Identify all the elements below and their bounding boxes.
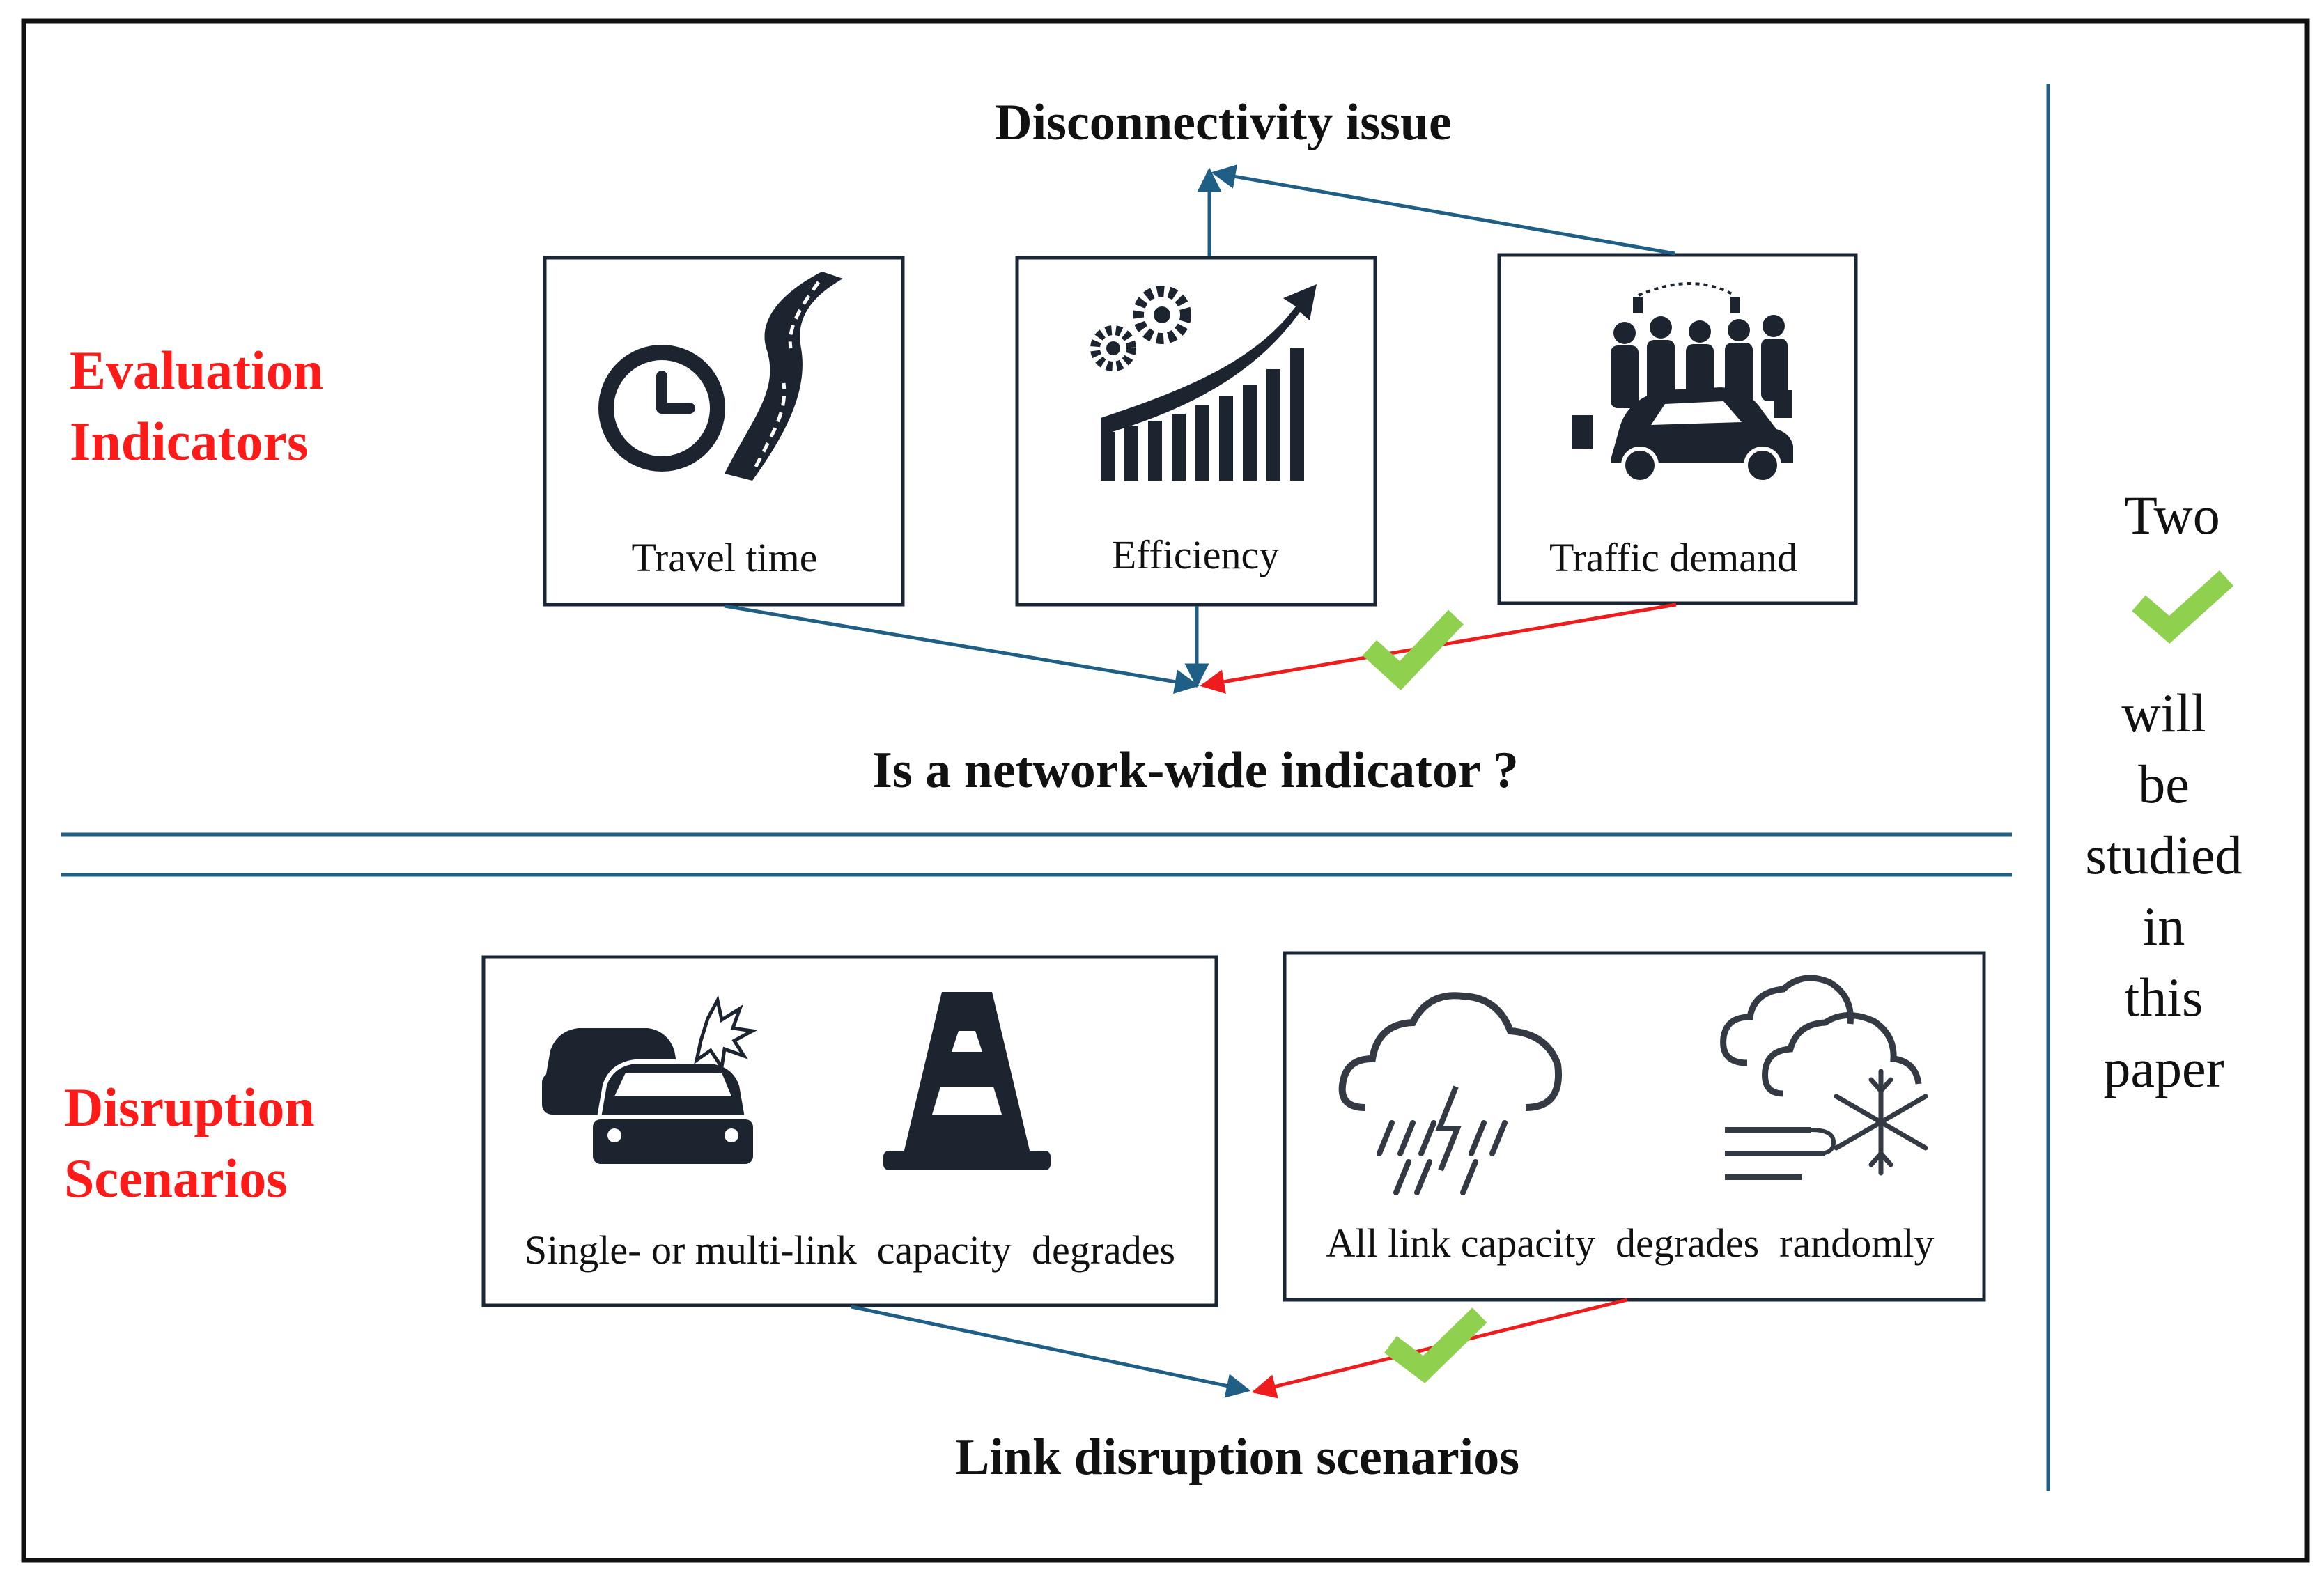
evaluation-label-line2: Indicators <box>70 411 308 472</box>
side-text-two: Two <box>2124 485 2220 545</box>
clock-road-icon <box>598 272 843 481</box>
gears-rising-chart-icon <box>1090 284 1317 481</box>
link-disruption-title: Link disruption scenarios <box>955 1429 1519 1486</box>
side-text-will: will <box>2121 683 2206 743</box>
traffic-demand-label: Traffic demand <box>1549 535 1797 580</box>
disruption-label-line1: Disruption <box>64 1077 315 1137</box>
all-link-box <box>1283 951 1986 1302</box>
network-wide-question: Is a network-wide indicator ? <box>872 742 1519 799</box>
side-text-studied: studied <box>2085 825 2242 885</box>
single-multi-link-label: Single- or multi-link capacity degrades <box>525 1227 1175 1273</box>
checkmark-icon <box>1362 609 1464 690</box>
disruption-label-line2: Scenarios <box>64 1148 288 1209</box>
all-link-label: All link capacity degrades randomly <box>1326 1220 1935 1266</box>
single-link-to-scenarios-connector <box>851 1305 1251 1398</box>
side-text-be: be <box>2138 754 2190 814</box>
evaluation-label-line1: Evaluation <box>70 340 323 401</box>
checkmark-icon <box>1384 1307 1487 1383</box>
checkmark-icon <box>2132 570 2234 644</box>
traffic-cone-icon <box>883 992 1051 1170</box>
storm-cloud-icon <box>1338 992 1562 1195</box>
demand-to-title-connector <box>1211 164 1675 256</box>
side-text-this: this <box>2125 967 2203 1027</box>
travel-time-to-question-connector <box>724 604 1200 694</box>
disconnectivity-title: Disconnectivity issue <box>995 94 1452 151</box>
side-text-paper: paper <box>2103 1038 2224 1098</box>
snow-wind-cloud-icon <box>1720 975 1928 1180</box>
car-crash-icon <box>542 995 758 1168</box>
efficiency-label: Efficiency <box>1112 532 1279 577</box>
travel-time-label: Travel time <box>632 535 818 580</box>
side-text-in: in <box>2143 896 2185 956</box>
people-car-icon <box>1572 282 1793 484</box>
